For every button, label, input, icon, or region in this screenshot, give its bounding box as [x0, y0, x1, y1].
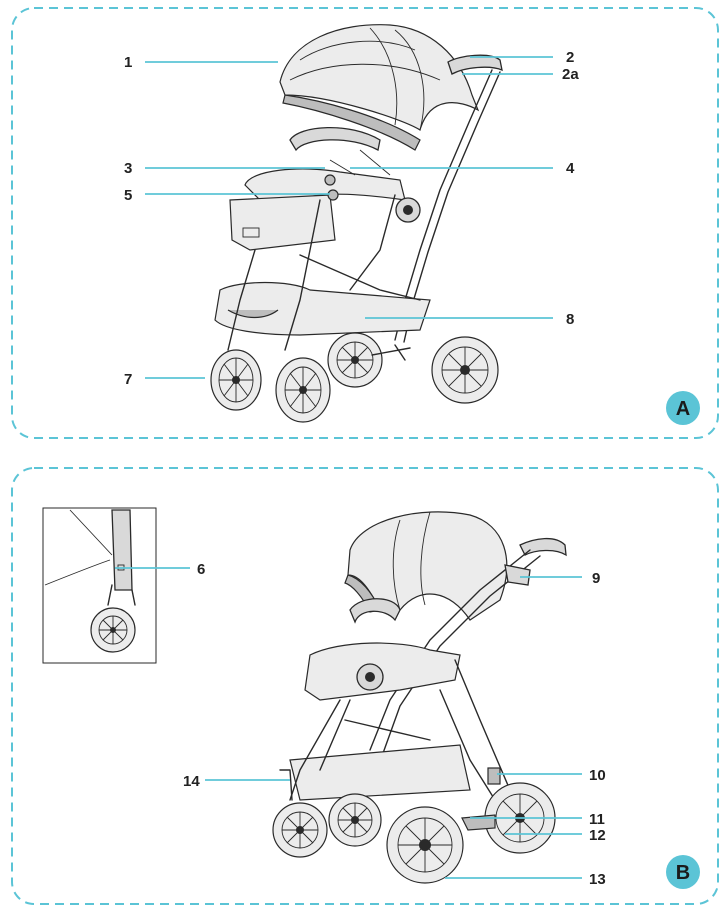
panel-a-frame — [11, 7, 719, 439]
inset-detail — [42, 507, 157, 664]
panel-b: 6 9 10 11 12 13 14 B — [11, 467, 719, 905]
callout-9: 9 — [592, 570, 600, 587]
callout-8: 8 — [566, 311, 574, 328]
callout-14: 14 — [183, 773, 200, 790]
callout-4: 4 — [566, 160, 575, 177]
callout-3: 3 — [124, 160, 132, 177]
wheel-b-rear-left — [386, 806, 464, 884]
panel-b-frame — [11, 467, 719, 905]
callout-6: 6 — [197, 561, 205, 578]
panel-b-badge-label: B — [676, 862, 690, 884]
callout-10: 10 — [589, 767, 606, 784]
callout-2: 2 — [566, 49, 574, 66]
rear-wheel-left — [327, 332, 383, 388]
panel-a-badge — [666, 391, 700, 425]
front-wheel-left — [210, 349, 262, 411]
panel-b-badge — [666, 855, 700, 889]
wheel-b-front-right — [328, 793, 382, 847]
stroller-rear-illustration — [272, 511, 567, 884]
wheel-b-front-left — [272, 802, 328, 858]
callout-11: 11 — [589, 811, 605, 828]
panel-a-badge-label: A — [676, 398, 690, 420]
callout-5: 5 — [124, 187, 132, 204]
callout-12: 12 — [589, 827, 606, 844]
panel-a: 1 2 2a 3 4 5 7 8 A — [11, 7, 719, 439]
rear-wheel-right — [431, 336, 499, 404]
stroller-front-illustration — [210, 24, 503, 423]
callout-2a: 2a — [562, 66, 579, 83]
callout-7: 7 — [124, 371, 132, 388]
callout-1: 1 — [124, 54, 132, 71]
callout-13: 13 — [589, 871, 606, 888]
front-wheel-right — [275, 357, 331, 423]
